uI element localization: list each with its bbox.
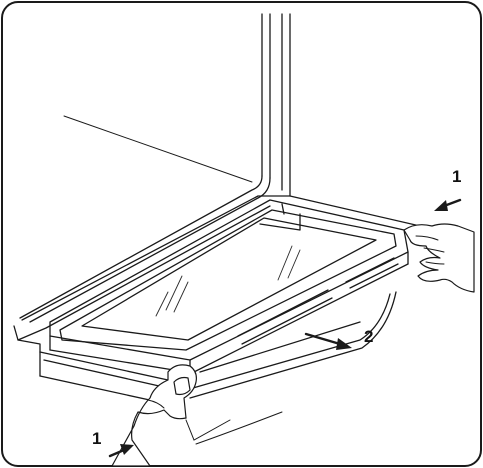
left-hand: [111, 364, 283, 467]
callout-2: 2: [364, 327, 373, 346]
arrow-step-1-bottom: [108, 444, 134, 458]
arrow-step-1-top: [434, 198, 462, 211]
door-frame: [13, 195, 421, 419]
callout-1-bottom: 1: [92, 429, 101, 448]
glass-panel: [49, 199, 409, 375]
callout-1-top: 1: [452, 167, 461, 186]
arrow-step-2: [304, 332, 352, 350]
oven-cavity: [19, 13, 291, 323]
right-hand: [403, 223, 475, 293]
